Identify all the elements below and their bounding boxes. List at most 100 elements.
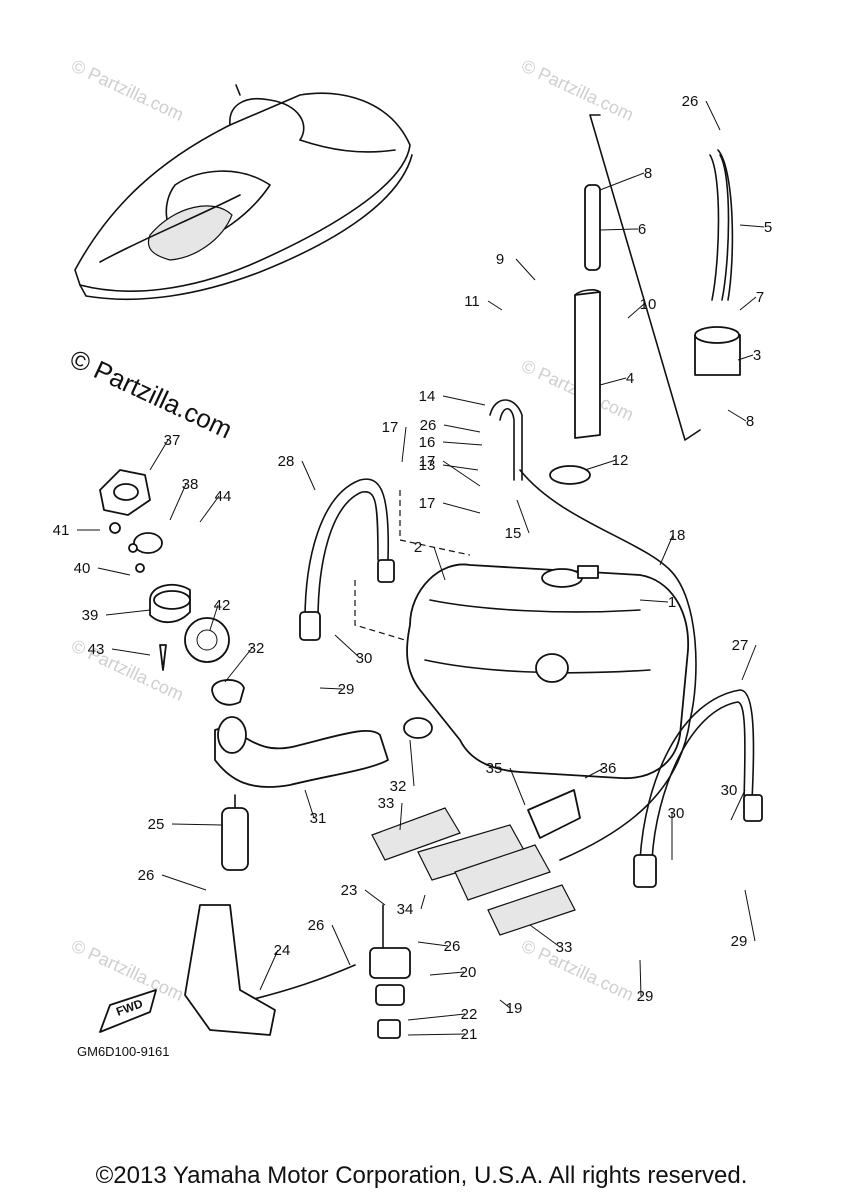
callout-leader-line: [171, 823, 223, 826]
callout-number: 32: [248, 640, 265, 657]
callout-leader-line: [529, 924, 561, 948]
watermark-text: © Partzilla.com: [68, 55, 186, 124]
callout-leader-line: [209, 604, 219, 631]
tank-strap-27: [633, 689, 763, 888]
callout-leader-line: [407, 1013, 466, 1021]
callout-leader-line: [741, 644, 757, 681]
callout-number: 22: [461, 1006, 478, 1023]
callout-number: 2: [414, 539, 422, 556]
fuel-filter-25: [221, 794, 249, 871]
callout-group: 1234567889101112131415161717171819202122…: [53, 93, 773, 1043]
mounting-outline: [354, 580, 406, 641]
callout-leader-line: [442, 502, 481, 514]
callout-leader-line: [627, 303, 645, 319]
callout-leader-line: [401, 426, 407, 463]
callout-leader-line: [224, 647, 253, 683]
callout-leader-line: [433, 546, 446, 581]
callout-number: 26: [444, 938, 461, 955]
watercraft-illustration: [74, 84, 413, 301]
callout-number: 29: [637, 988, 654, 1005]
callout-leader-line: [509, 767, 526, 806]
callout-number: 38: [182, 476, 199, 493]
callout-leader-line: [599, 172, 645, 191]
callout-number: 6: [638, 221, 646, 238]
callout-leader-line: [199, 495, 220, 523]
hose-14: [489, 399, 523, 481]
callout-number: 11: [464, 293, 480, 310]
callout-leader-line: [399, 802, 403, 831]
callout-leader-line: [334, 634, 361, 659]
callout-leader-line: [516, 499, 530, 534]
fwd-arrow: FWD: [99, 989, 157, 1033]
callout-number: 15: [505, 525, 522, 542]
callout-number: 41: [53, 522, 70, 539]
callout-number: 18: [669, 527, 686, 544]
callout-number: 7: [756, 289, 764, 306]
callout-number: 42: [214, 597, 231, 614]
callout-number: 5: [764, 219, 772, 236]
callout-leader-line: [111, 648, 151, 656]
filler-pipe-4: [549, 184, 601, 485]
fuel-tube-24: [249, 964, 356, 1001]
callout-leader-line: [705, 100, 721, 131]
callout-number: 30: [721, 782, 738, 799]
watermark-text: © Partzilla.com: [68, 935, 186, 1004]
callout-number: 24: [274, 942, 291, 959]
callout-leader-line: [304, 789, 315, 819]
callout-leader-line: [149, 439, 169, 471]
callout-leader-line: [443, 424, 481, 433]
callout-number: 17: [382, 419, 399, 436]
diagram-code: GM6D100-9161: [77, 1044, 170, 1059]
callout-number: 35: [486, 760, 503, 777]
callout-leader-line: [739, 224, 765, 228]
callout-number: 19: [506, 1000, 523, 1017]
callout-number: 29: [338, 681, 355, 698]
callout-number: 25: [148, 816, 165, 833]
callout-number: 29: [731, 933, 748, 950]
callout-leader-line: [97, 567, 131, 576]
callout-number: 14: [419, 388, 436, 405]
callout-leader-line: [442, 395, 486, 406]
watermark-text: © Partzilla.com: [518, 935, 636, 1004]
callout-leader-line: [429, 971, 465, 976]
copyright-notice: ©2013 Yamaha Motor Corporation, U.S.A. A…: [95, 1162, 748, 1189]
callout-leader-line: [739, 296, 757, 311]
callout-leader-line: [659, 534, 674, 566]
filler-hose-31: [214, 716, 433, 788]
callout-leader-line: [599, 228, 639, 231]
callout-number: 30: [668, 805, 685, 822]
vent-assembly: [589, 114, 741, 441]
callout-leader-line: [730, 789, 746, 821]
callout-leader-line: [639, 599, 669, 603]
callout-number: 26: [308, 917, 325, 934]
callout-leader-line: [442, 464, 479, 471]
callout-number: 39: [82, 607, 99, 624]
callout-number: 26: [682, 93, 699, 110]
callout-leader-line: [169, 483, 187, 521]
callout-number: 20: [460, 964, 477, 981]
partzilla-brand-mark: © Partzilla.com: [65, 343, 236, 444]
callout-leader-line: [331, 924, 351, 966]
callout-number: 4: [626, 370, 634, 387]
callout-leader-line: [442, 460, 481, 487]
callout-leader-line: [487, 300, 503, 311]
callout-number: 17: [419, 453, 436, 470]
callout-leader-line: [161, 874, 207, 891]
callout-number: 30: [356, 650, 373, 667]
callout-number: 21: [461, 1026, 478, 1043]
callout-leader-line: [737, 354, 754, 361]
tank-pads: [371, 789, 581, 936]
callout-number: 1: [668, 594, 676, 611]
callout-leader-line: [499, 999, 511, 1009]
callout-number: 40: [74, 560, 91, 577]
callout-leader-line: [639, 959, 642, 997]
callout-number: 26: [138, 867, 155, 884]
callout-leader-line: [599, 377, 627, 386]
fuel-pickup-assembly: [369, 904, 411, 1039]
callout-leader-line: [364, 889, 386, 906]
callout-leader-line: [744, 889, 756, 942]
callout-leader-line: [259, 949, 279, 991]
callout-leader-line: [301, 460, 316, 491]
